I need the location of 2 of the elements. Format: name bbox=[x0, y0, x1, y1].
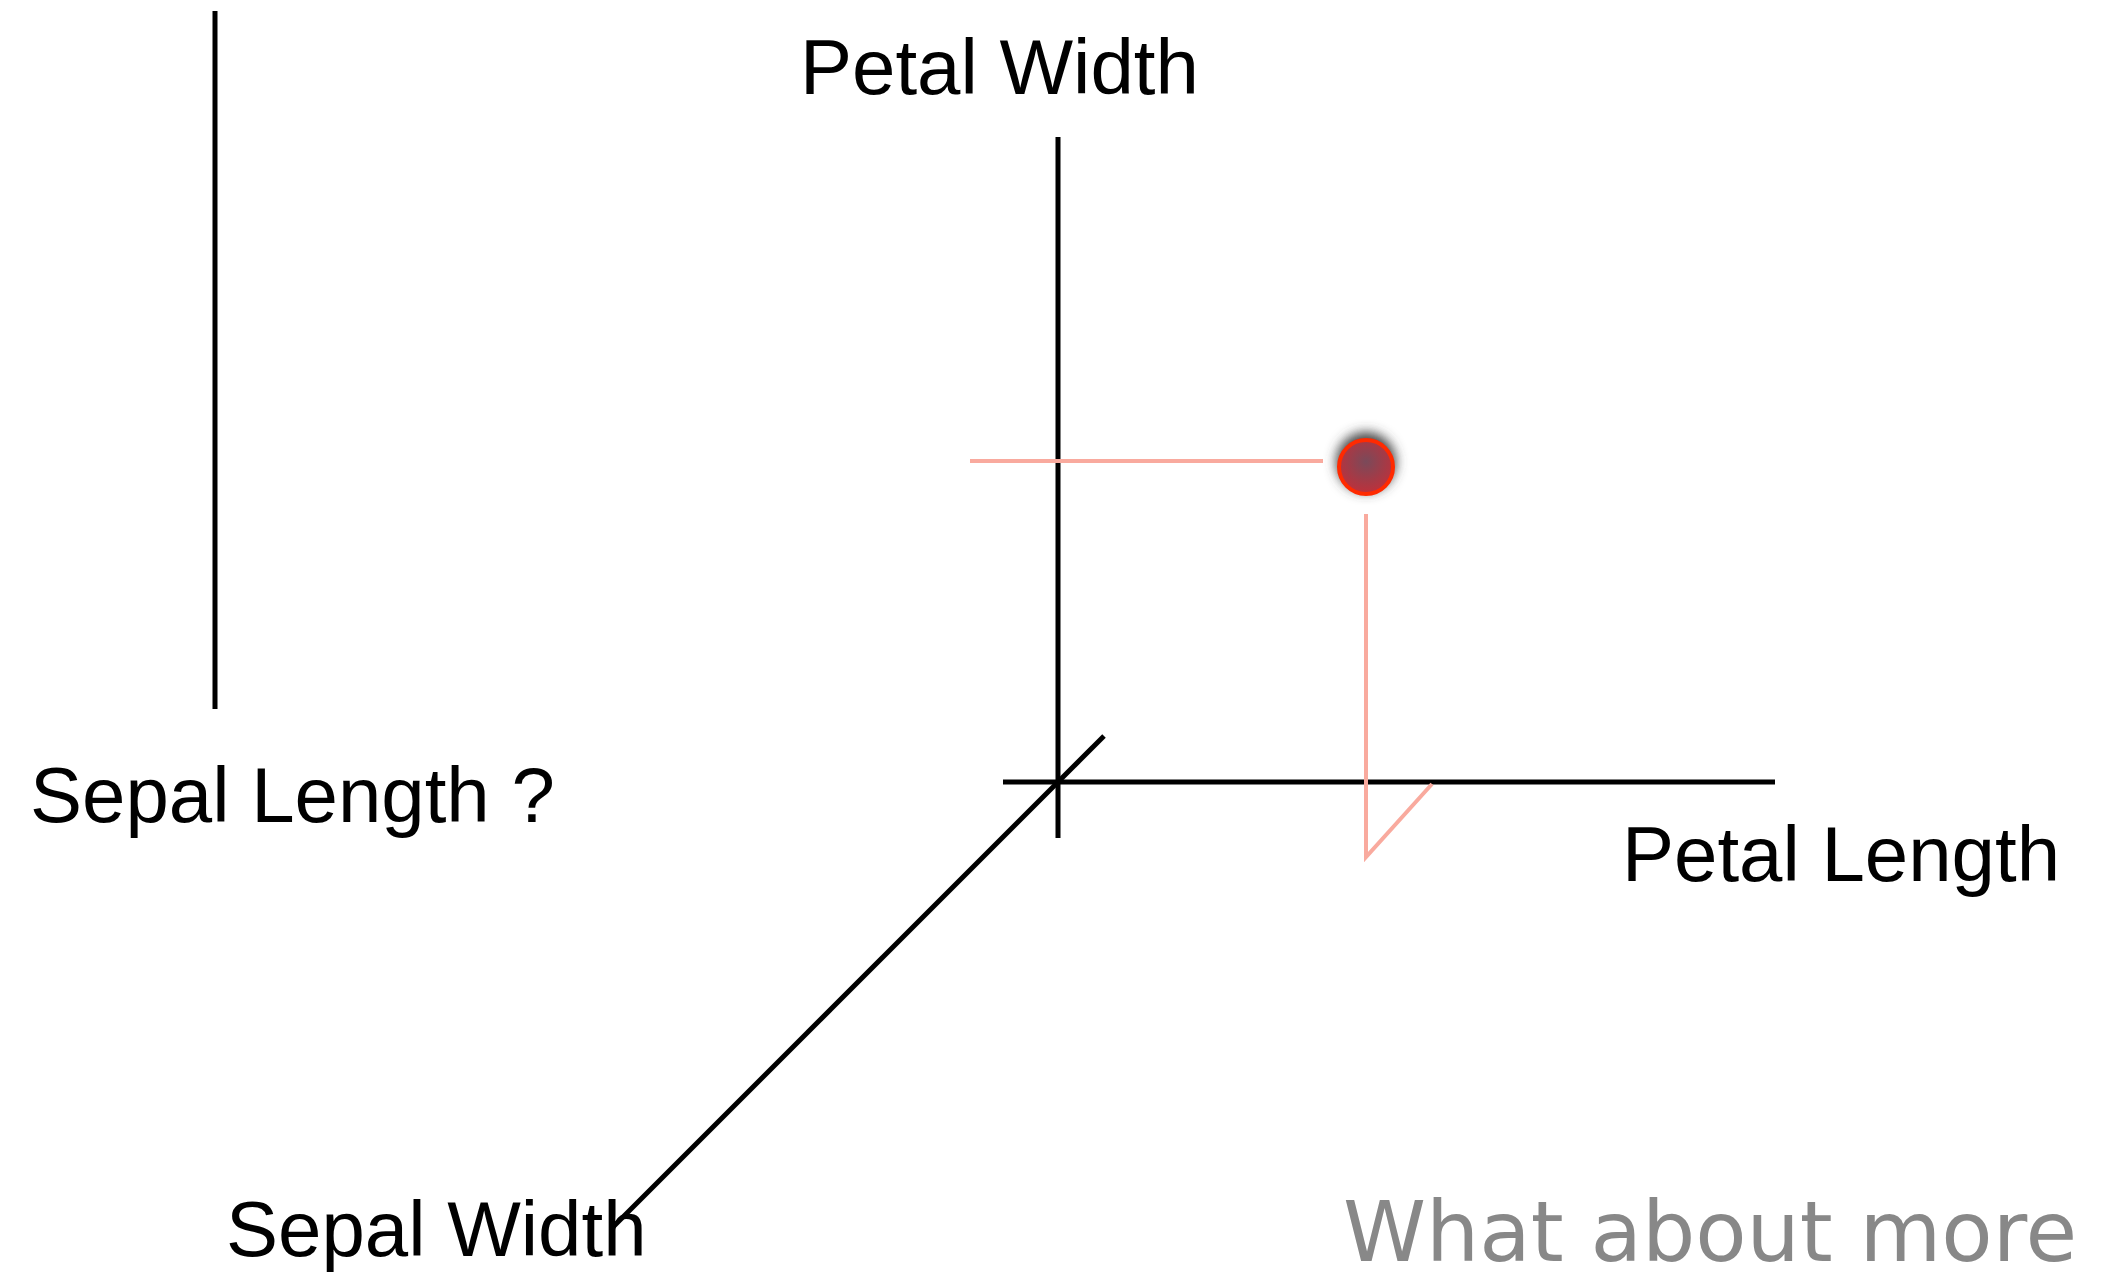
axis-label: Petal Width bbox=[800, 28, 1199, 106]
note-text: What about more bbox=[1343, 1190, 2078, 1274]
